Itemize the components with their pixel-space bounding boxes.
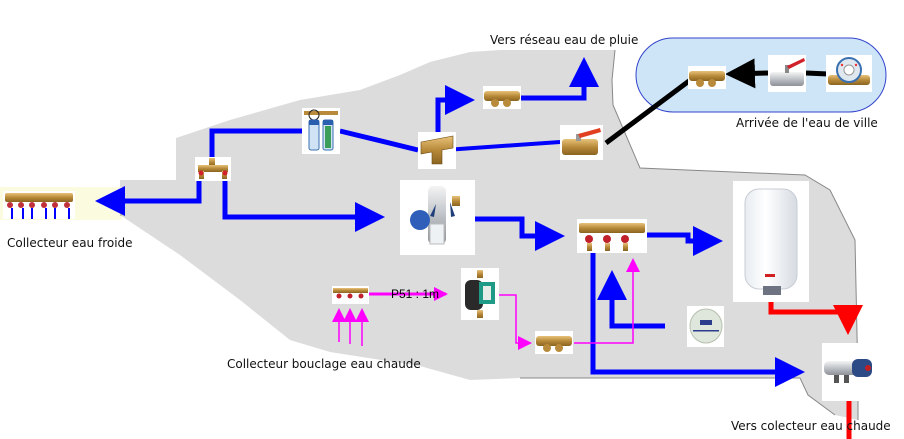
tee-fitting[interactable]	[418, 132, 456, 169]
expansion-tank[interactable]	[687, 306, 724, 347]
main-ball-valve[interactable]	[768, 55, 806, 92]
hot-water-loop-manifold-label: Collecteur bouclage eau chaude	[227, 357, 421, 371]
circulator-pump[interactable]	[461, 268, 499, 320]
loop-check-valve[interactable]	[535, 331, 573, 354]
split-manifold[interactable]	[195, 157, 231, 181]
inlet-check-valve[interactable]	[688, 66, 726, 89]
pump-setting-label: P51 : 1m	[391, 287, 439, 301]
cold-water-pipes	[95, 57, 805, 387]
safety-group[interactable]	[400, 180, 475, 255]
to-hot-water-manifold-label: Vers colecteur eau chaude	[731, 419, 891, 433]
loop-manifold[interactable]	[332, 286, 369, 304]
rain-check-valve[interactable]	[483, 86, 521, 109]
double-filter[interactable]	[302, 108, 340, 154]
hot-feed-manifold[interactable]	[577, 219, 647, 253]
loop-pipes	[332, 258, 640, 350]
mixing-valve[interactable]	[822, 343, 876, 401]
hot-water-pipes	[768, 302, 863, 439]
city-water-inlet-label: Arrivée de l'eau de ville	[736, 116, 878, 130]
water-meter[interactable]	[826, 55, 872, 92]
cold-manifold[interactable]	[3, 191, 75, 219]
rainwater-network-label: Vers réseau eau de pluie	[490, 33, 639, 47]
cold-water-manifold-label: Collecteur eau froide	[7, 236, 133, 250]
water-heater[interactable]	[733, 181, 809, 302]
garden-ball-valve[interactable]	[560, 125, 603, 160]
city-supply-pipes	[604, 58, 829, 146]
